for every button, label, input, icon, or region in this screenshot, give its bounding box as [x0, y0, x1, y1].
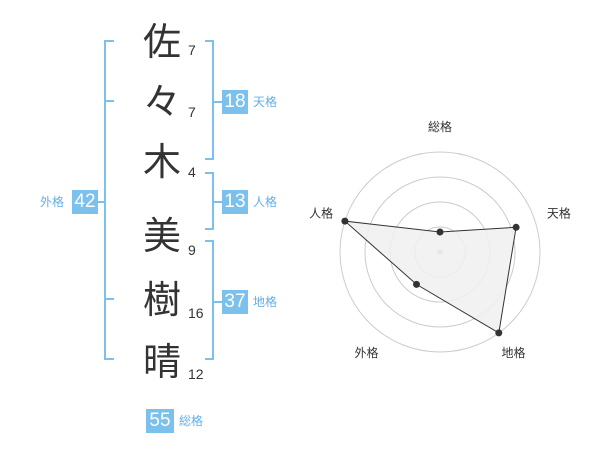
soukaku-label: 総格: [179, 414, 204, 428]
radar-ring-4: [339, 151, 541, 353]
radar-point-3: [495, 329, 503, 337]
stroke-count-1: 7: [188, 42, 196, 58]
jinkaku-value: 13: [222, 190, 248, 214]
name-char-2: 々: [142, 80, 181, 124]
stroke-count-6: 12: [188, 366, 204, 382]
radar-point-2: [512, 223, 520, 231]
gaikaku-value: 42: [72, 190, 98, 214]
name-char-3: 木: [142, 140, 181, 184]
radar-polygon: [343, 220, 517, 334]
radar-ring-3: [364, 176, 516, 328]
stroke-count-2: 7: [188, 104, 196, 120]
stroke-count-4: 9: [188, 242, 196, 258]
radar-axis-label-2: 天格: [547, 205, 571, 220]
radar-axis-label-3: 地格: [501, 345, 525, 360]
stroke-count-3: 4: [188, 164, 196, 180]
jinkaku-label: 人格: [253, 195, 278, 209]
radar-axis-label-1: 総格: [428, 119, 452, 134]
radar-point-1: [436, 228, 444, 236]
name-char-4: 美: [142, 214, 181, 258]
tenkaku-label: 天格: [253, 95, 278, 109]
radar-point-5: [341, 217, 349, 225]
soukaku-value: 55: [146, 409, 174, 433]
radar-point-4: [413, 280, 420, 288]
gaikaku-label: 外格: [40, 195, 65, 209]
radar-axis-label-4: 外格: [354, 345, 378, 360]
radar-axis-label-5: 人格: [309, 205, 333, 220]
name-char-1: 佐: [142, 20, 181, 64]
chikaku-value: 37: [222, 290, 248, 314]
stroke-count-5: 16: [188, 305, 204, 321]
chikaku-label: 地格: [253, 295, 278, 309]
name-char-5: 樹: [142, 278, 181, 322]
tenkaku-value: 18: [222, 90, 248, 114]
name-char-6: 晴: [142, 340, 181, 384]
